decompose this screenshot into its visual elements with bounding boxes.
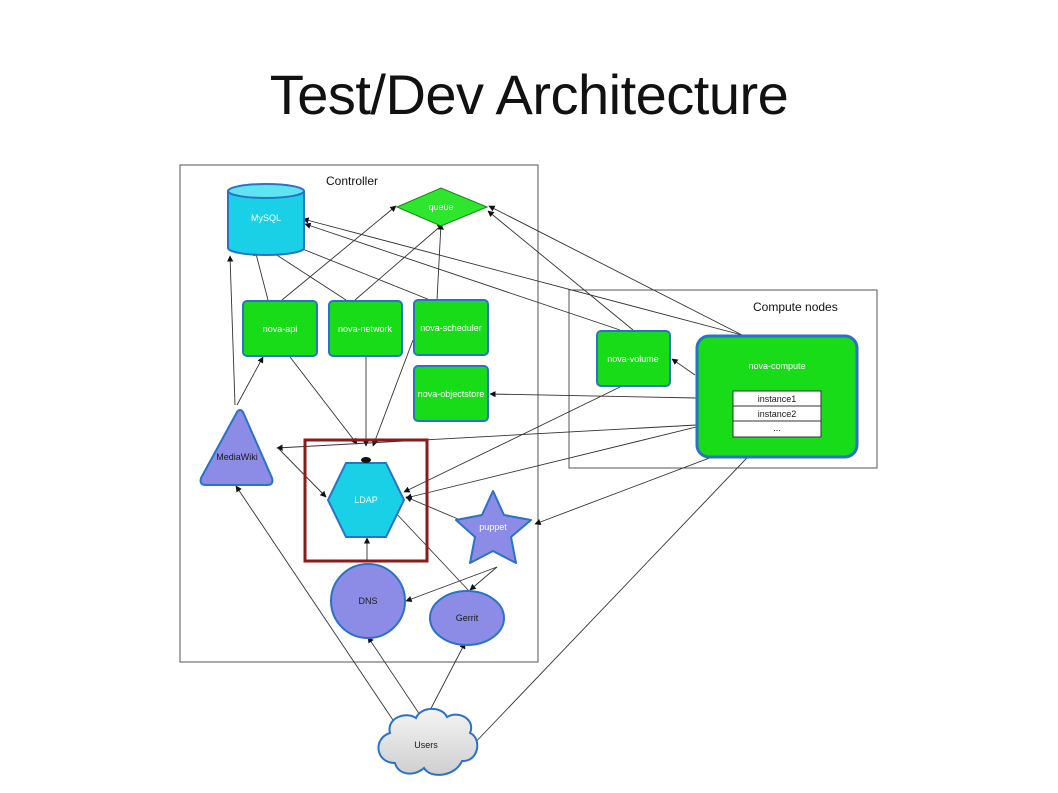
nova-volume-label: nova-volume — [607, 354, 659, 364]
instance-row-3: ... — [773, 423, 781, 433]
users-label: Users — [414, 740, 438, 750]
ldap-label: LDAP — [354, 495, 378, 505]
mysql-label: MySQL — [251, 213, 281, 223]
edge-nova-volume-queue — [487, 210, 634, 331]
users-node: Users — [377, 707, 479, 776]
edge-mediawiki-ldap — [277, 447, 327, 498]
dns-node: DNS — [330, 563, 406, 639]
edge-nova-compute-queue — [488, 205, 743, 336]
edge-nova-compute-objectstore — [489, 390, 698, 399]
nova-network-label: nova-network — [338, 324, 393, 334]
edge-puppet-ldap — [405, 496, 459, 520]
nova-scheduler-node: nova-scheduler — [413, 299, 489, 356]
nova-compute-node: nova-compute instance1 instance2 ... — [695, 334, 859, 459]
mysql-node: MySQL — [227, 183, 305, 256]
ldap-node: LDAP — [326, 457, 406, 538]
edge-nova-compute-mysql — [302, 217, 743, 336]
instances-table — [732, 390, 822, 438]
instance-row-1: instance1 — [758, 394, 797, 404]
nova-api-label: nova-api — [263, 324, 298, 334]
edge-users-nova-compute — [469, 439, 765, 749]
edge-nova-volume-ldap — [403, 386, 621, 493]
edge-nova-api-queue — [281, 205, 397, 301]
queue-node: queue — [395, 187, 489, 227]
compute-nodes-group-label: Compute nodes — [753, 300, 838, 314]
nova-scheduler-label: nova-scheduler — [420, 323, 482, 333]
edges — [227, 205, 766, 749]
gerrit-node: Gerrit — [429, 590, 505, 646]
queue-label: queue — [428, 202, 453, 212]
edge-users-dns — [367, 636, 423, 719]
gerrit-label: Gerrit — [456, 613, 479, 623]
controller-group-label: Controller — [326, 174, 378, 188]
edge-nova-scheduler-ldap — [372, 339, 414, 447]
mediawiki-label: MediaWiki — [216, 452, 258, 462]
edge-nova-compute-mediawiki — [276, 422, 734, 451]
nova-objectstore-label: nova-objectstore — [418, 389, 485, 399]
edge-nova-api-mysql — [253, 249, 269, 301]
nova-network-node: nova-network — [328, 300, 403, 357]
edge-nova-network-queue — [354, 223, 444, 301]
puppet-label: puppet — [479, 522, 507, 532]
edge-nova-compute-nova-volume — [671, 358, 696, 376]
edge-nova-api-ldap — [289, 356, 358, 445]
edge-nova-scheduler-queue — [436, 223, 444, 301]
mediawiki-node: MediaWiki — [199, 409, 274, 486]
edge-gerrit-ldap — [392, 509, 471, 593]
nova-volume-node: nova-volume — [596, 330, 671, 387]
edge-mediawiki-mysql — [227, 255, 236, 406]
edge-puppet-gerrit — [469, 566, 498, 591]
edge-nova-volume-mysql — [304, 222, 621, 331]
nova-api-node: nova-api — [242, 300, 318, 357]
edge-users-gerrit — [425, 642, 466, 719]
edge-nova-network-mysql — [268, 249, 347, 301]
instance-row-2: instance2 — [758, 409, 797, 419]
edge-users-mediawiki — [235, 485, 406, 739]
edge-mediawiki-nova-api — [236, 356, 264, 406]
edge-puppet-dns — [405, 566, 498, 602]
ldap-highlight-box — [303, 438, 429, 563]
nova-compute-label: nova-compute — [748, 361, 805, 371]
edge-nova-scheduler-mysql — [289, 243, 431, 301]
nova-objectstore-node: nova-objectstore — [413, 365, 489, 422]
dns-label: DNS — [358, 596, 377, 606]
slide-title: Test/Dev Architecture — [269, 63, 789, 126]
puppet-node: puppet — [455, 490, 532, 564]
